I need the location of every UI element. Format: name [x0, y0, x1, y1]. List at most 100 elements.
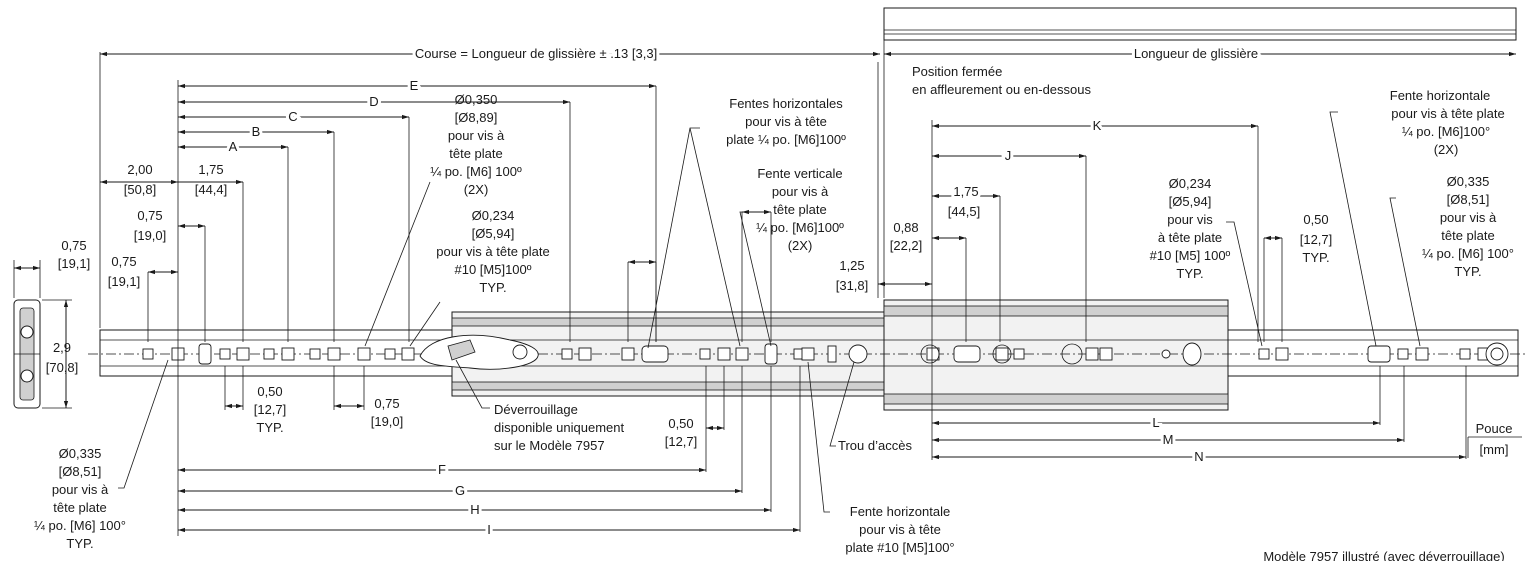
note-fente-verticale: Fente verticale pour vis à tête plate ¼ … — [756, 166, 844, 253]
svg-text:#10 [M5]100º: #10 [M5]100º — [454, 262, 531, 277]
svg-text:pour vis à tête plate: pour vis à tête plate — [436, 244, 549, 259]
svg-text:pour vis à tête: pour vis à tête — [859, 522, 941, 537]
svg-text:Ø0,234: Ø0,234 — [472, 208, 515, 223]
dim-050a-typ: TYP. — [256, 420, 283, 435]
dim-050a-mm: [12,7] — [254, 402, 287, 417]
svg-text:¼ po. [M6] 100°: ¼ po. [M6] 100° — [34, 518, 126, 533]
svg-text:Déverrouillage: Déverrouillage — [494, 402, 578, 417]
dim-letter-j: J — [1005, 148, 1012, 163]
dim-letter-e: E — [410, 78, 419, 93]
callout-notes: Ø0,350 [Ø8,89] pour vis à tête plate ¼ p… — [34, 88, 1514, 561]
svg-text:tête plate: tête plate — [53, 500, 107, 515]
svg-text:Ø0,335: Ø0,335 — [1447, 174, 1490, 189]
dim-175b-in: 1,75 — [953, 184, 978, 199]
dim-200-in: 2,00 — [127, 162, 152, 177]
note-hole-234-left: Ø0,234 [Ø5,94] pour vis à tête plate #10… — [436, 208, 549, 295]
dim-175a-mm: [44,4] — [195, 182, 228, 197]
position-label-1: Position fermée — [912, 64, 1002, 79]
dim-075b-mm: [19,1] — [58, 256, 91, 271]
svg-text:pour vis à: pour vis à — [772, 184, 829, 199]
dim-050c-mm: [12,7] — [1300, 232, 1333, 247]
svg-text:¼ po. [M6] 100º: ¼ po. [M6] 100º — [430, 164, 522, 179]
dim-050c-in: 0,50 — [1303, 212, 1328, 227]
svg-text:pour vis à tête plate: pour vis à tête plate — [1391, 106, 1504, 121]
svg-text:[Ø5,94]: [Ø5,94] — [1169, 194, 1212, 209]
longueur-label: Longueur de glissière — [1134, 46, 1258, 61]
note-hole-335-left: Ø0,335 [Ø8,51] pour vis à tête plate ¼ p… — [34, 446, 126, 551]
dim-letter-c: C — [288, 109, 297, 124]
svg-text:pour vis à: pour vis à — [52, 482, 109, 497]
dimension-labels: Course = Longueur de glissière ± .13 [3,… — [46, 43, 1333, 540]
dim-letter-b: B — [252, 124, 261, 139]
dim-letter-h: H — [470, 502, 479, 517]
svg-text:¼ po. [M6]100°: ¼ po. [M6]100° — [1402, 124, 1490, 139]
svg-text:Fente verticale: Fente verticale — [757, 166, 842, 181]
end-view — [13, 260, 72, 409]
dim-050c-typ: TYP. — [1302, 250, 1329, 265]
dim-088-mm: [22,2] — [890, 238, 923, 253]
svg-text:Ø0,350: Ø0,350 — [455, 92, 498, 107]
svg-text:[Ø5,94]: [Ø5,94] — [472, 226, 515, 241]
dim-075c-mm: [19,1] — [108, 274, 141, 289]
svg-text:[Ø8,89]: [Ø8,89] — [455, 110, 498, 125]
svg-text:(2X): (2X) — [788, 238, 813, 253]
svg-text:Fente horizontale: Fente horizontale — [850, 504, 950, 519]
note-hole-234-right: Ø0,234 [Ø5,94] pour vis à tête plate #10… — [1150, 176, 1231, 281]
dim-letter-k: K — [1093, 118, 1102, 133]
note-trou-acces: Trou d’accès — [838, 438, 912, 453]
svg-text:plate ¼ po. [M6]100º: plate ¼ po. [M6]100º — [726, 132, 846, 147]
dim-letter-l: L — [1152, 415, 1159, 430]
svg-text:¼ po. [M6] 100°: ¼ po. [M6] 100° — [1422, 246, 1514, 261]
svg-text:tête plate: tête plate — [1441, 228, 1495, 243]
dim-125-mm: [31,8] — [836, 278, 869, 293]
svg-text:Fentes horizontales: Fentes horizontales — [729, 96, 843, 111]
svg-text:sur le Modèle 7957: sur le Modèle 7957 — [494, 438, 605, 453]
dim-075d-mm: [19,0] — [371, 414, 404, 429]
svg-text:à tête plate: à tête plate — [1158, 230, 1222, 245]
svg-text:TYP.: TYP. — [66, 536, 93, 551]
dim-29-in: 2,9 — [53, 340, 71, 355]
dim-letter-m: M — [1163, 432, 1174, 447]
svg-text:Fente horizontale: Fente horizontale — [1390, 88, 1490, 103]
leader-lines — [118, 111, 1421, 513]
svg-text:disponible uniquement: disponible uniquement — [494, 420, 624, 435]
svg-text:(2X): (2X) — [464, 182, 489, 197]
mounting-holes — [142, 334, 1509, 370]
svg-text:[Ø8,51]: [Ø8,51] — [59, 464, 102, 479]
dim-letter-f: F — [438, 462, 446, 477]
footer-note: Modèle 7957 illustré (avec déverrouillag… — [1263, 549, 1504, 561]
note-hole-350: Ø0,350 [Ø8,89] pour vis à tête plate ¼ p… — [430, 92, 522, 197]
note-deverrouillage: Déverrouillage disponible uniquement sur… — [494, 402, 624, 453]
position-label-2: en affleurement ou en-dessous — [912, 82, 1091, 97]
note-fente-horizontale-right: Fente horizontale pour vis à tête plate … — [1390, 88, 1505, 157]
dim-050b-in: 0,50 — [668, 416, 693, 431]
svg-text:#10 [M5] 100º: #10 [M5] 100º — [1150, 248, 1231, 263]
dim-075d-in: 0,75 — [374, 396, 399, 411]
svg-text:pour vis à: pour vis à — [448, 128, 505, 143]
svg-text:pour vis à: pour vis à — [1440, 210, 1497, 225]
dimension-lines — [99, 36, 1522, 536]
dim-letter-d: D — [369, 94, 378, 109]
units-mm: [mm] — [1480, 442, 1509, 457]
dim-050b-mm: [12,7] — [665, 434, 698, 449]
course-label: Course = Longueur de glissière ± .13 [3,… — [415, 46, 657, 61]
dim-29-mm: [70,8] — [46, 360, 79, 375]
units-inch: Pouce — [1476, 421, 1513, 436]
dim-075b-in: 0,75 — [61, 238, 86, 253]
dim-088-in: 0,88 — [893, 220, 918, 235]
dim-175a-in: 1,75 — [198, 162, 223, 177]
dim-075a-mm: [19,0] — [134, 228, 167, 243]
note-fente-horizontale-bottom: Fente horizontale pour vis à tête plate … — [845, 504, 954, 555]
svg-text:plate #10 [M5]100°: plate #10 [M5]100° — [845, 540, 954, 555]
svg-text:pour vis: pour vis — [1167, 212, 1213, 227]
note-fentes-horizontales: Fentes horizontales pour vis à tête plat… — [726, 96, 846, 147]
dim-letter-g: G — [455, 483, 465, 498]
svg-text:[Ø8,51]: [Ø8,51] — [1447, 192, 1490, 207]
svg-text:tête plate: tête plate — [449, 146, 503, 161]
svg-text:TYP.: TYP. — [1454, 264, 1481, 279]
dim-letter-n: N — [1194, 449, 1203, 464]
svg-text:¼ po. [M6]100º: ¼ po. [M6]100º — [756, 220, 844, 235]
dim-050a-in: 0,50 — [257, 384, 282, 399]
svg-text:(2X): (2X) — [1434, 142, 1459, 157]
